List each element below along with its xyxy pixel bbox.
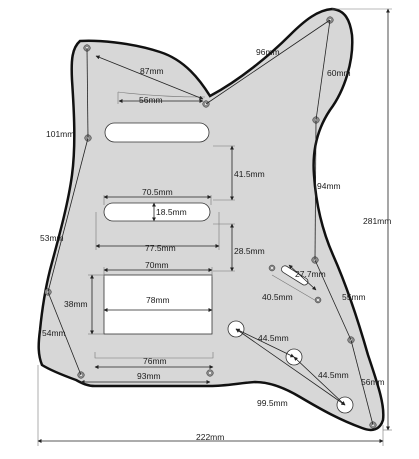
label-87mm: 87mm (140, 66, 164, 76)
label-38mm: 38mm (64, 299, 88, 309)
bridge-humbucker-route (103, 274, 213, 335)
label-41-5mm: 41.5mm (234, 169, 265, 179)
label-96mm: 96mm (256, 47, 280, 57)
label-40-5mm: 40.5mm (262, 292, 293, 302)
label-18-5mm: 18.5mm (156, 207, 187, 217)
label-77-5mm: 77.5mm (145, 243, 176, 253)
label-55mm: 55mm (342, 292, 366, 302)
label-56mm-right: 56mm (361, 377, 385, 387)
label-27-7mm: 27.7mm (295, 269, 326, 279)
label-28-5mm: 28.5mm (234, 246, 265, 256)
label-281mm: 281mm (363, 216, 391, 226)
label-70mm: 70mm (145, 260, 169, 270)
label-78mm: 78mm (146, 295, 170, 305)
neck-pickup-route (104, 122, 210, 143)
label-56mm-top: 56mm (139, 95, 163, 105)
label-101mm: 101mm (46, 129, 74, 139)
label-76mm: 76mm (143, 356, 167, 366)
label-94mm: 94mm (317, 181, 341, 191)
label-99-5mm: 99.5mm (257, 398, 288, 408)
label-54mm: 54mm (42, 328, 66, 338)
label-70-5mm: 70.5mm (142, 187, 173, 197)
label-44-5mm-a: 44.5mm (258, 333, 289, 343)
middle-pickup-route (103, 202, 211, 222)
label-222mm: 222mm (196, 432, 224, 442)
label-53mm: 53mm (40, 233, 64, 243)
screw-connecting-lines (47, 19, 374, 426)
label-44-5mm-b: 44.5mm (318, 370, 349, 380)
label-60mm: 60mm (327, 68, 351, 78)
label-93mm: 93mm (137, 371, 161, 381)
measurement-labels: 87mm 96mm 60mm 56mm 101mm 41.5mm 94mm 28… (40, 47, 391, 442)
